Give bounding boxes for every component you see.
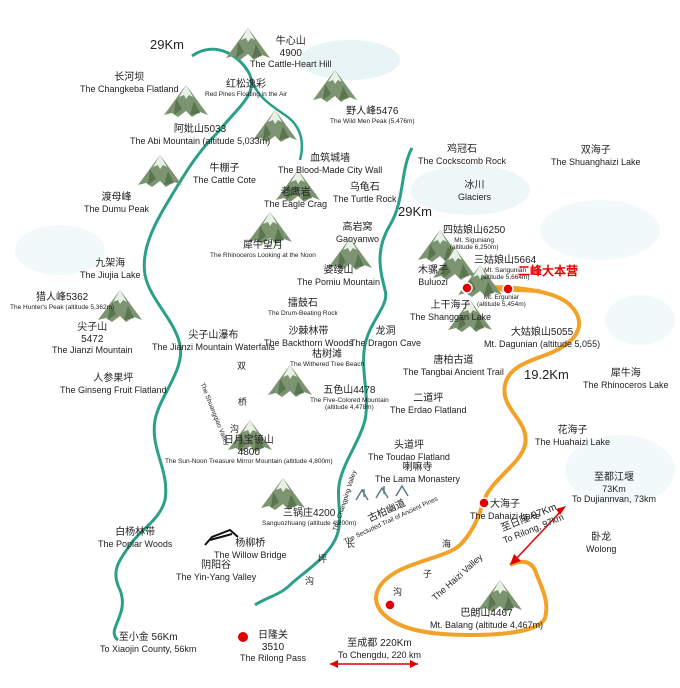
willow-bridge-icon	[204, 528, 239, 546]
snow-patches	[15, 40, 675, 505]
shuangqiao-zh-2: 桥	[238, 397, 248, 407]
distance-top-left: 29Km	[150, 37, 184, 52]
location-markers	[238, 282, 514, 642]
distance-orange-road: 19.2Km	[524, 367, 569, 382]
haizi-zh-3: 沟	[393, 587, 403, 597]
changping-zh-2: 坪	[318, 554, 328, 564]
road-route	[374, 285, 581, 638]
shuangqiao-zh-1: 双	[237, 361, 247, 371]
label-base-camp: 二峰大本营	[518, 264, 579, 278]
haizi-zh-2: 子	[423, 569, 433, 579]
river-route-top	[248, 74, 304, 161]
tree-marks	[355, 484, 409, 501]
changping-zh-1: 长	[346, 539, 356, 549]
label-mt-erguniar: Mt. Erguniar(altitude 5,454m)	[477, 294, 526, 309]
distance-middle: 29Km	[398, 204, 432, 219]
shuangqiao-zh-3: 沟	[230, 424, 240, 434]
haizi-zh-1: 海	[442, 539, 452, 549]
river-route-left	[112, 47, 254, 642]
direction-arrows	[330, 506, 566, 668]
changping-zh-3: 沟	[305, 576, 315, 586]
river-route-right	[254, 147, 414, 607]
